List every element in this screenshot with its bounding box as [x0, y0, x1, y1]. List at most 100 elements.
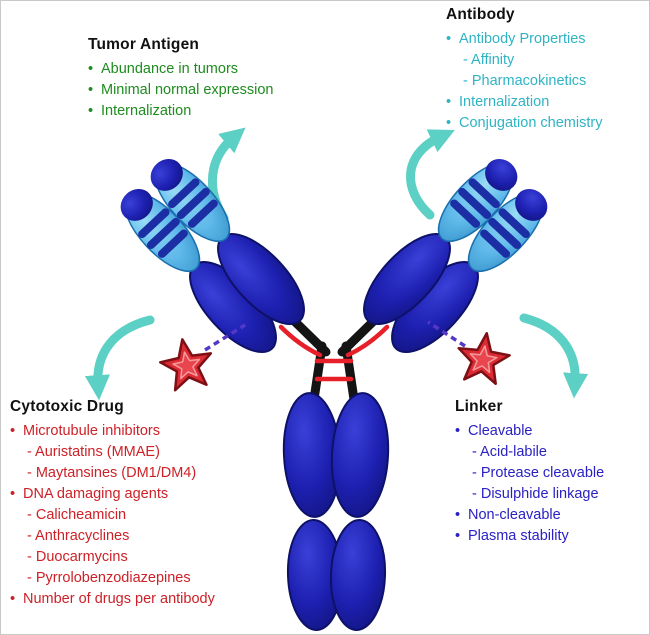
bullet-icon: •	[446, 94, 452, 110]
sub-item-label: - Maytansines (DM1/DM4)	[27, 465, 197, 481]
bullet-icon: •	[446, 31, 452, 47]
bullet-icon: •	[88, 61, 94, 77]
drug-star-right	[453, 328, 514, 387]
sub-item-label: - Anthracyclines	[27, 528, 130, 544]
antibody-title: Antibody	[446, 6, 515, 23]
fab-tip-cap	[120, 188, 153, 221]
fab-tip-cap	[150, 158, 183, 191]
sub-item: - Protease cleavable	[455, 463, 604, 484]
domain-stripe	[187, 199, 218, 228]
bullet-item-label: Minimal normal expression	[101, 82, 274, 98]
domain-stripe	[468, 178, 500, 209]
bullet-item: • Internalization	[88, 101, 273, 122]
bullet-icon: •	[455, 507, 461, 523]
fab-tip-cap	[515, 188, 548, 221]
bullet-item-label: Internalization	[459, 94, 550, 110]
sub-item: - Acid-labile	[455, 442, 604, 463]
sub-item-label: - Affinity	[463, 52, 515, 68]
bullet-item-label: Abundance in tumors	[101, 61, 239, 77]
bullet-icon: •	[455, 423, 461, 439]
linker-section: Linker • Cleavable - Acid-labile - Protea…	[455, 398, 604, 547]
bullet-item-label: Number of drugs per antibody	[23, 591, 215, 607]
domain-stripe	[488, 217, 522, 250]
bullet-item-label: Non-cleavable	[468, 507, 561, 523]
sub-item: - Maytansines (DM1/DM4)	[10, 463, 215, 484]
linker-title: Linker	[455, 398, 503, 415]
arrow-to-linker	[519, 313, 589, 399]
sub-item-label: - Pyrrolobenzodiazepines	[27, 570, 191, 586]
bullet-item: • Conjugation chemistry	[446, 113, 602, 134]
bullet-item: • Abundance in tumors	[88, 59, 273, 80]
cytotoxic-drug-section: Cytotoxic Drug • Microtubule inhibitors -…	[10, 398, 215, 610]
domain-stripe	[176, 187, 210, 220]
domain-stripe	[480, 229, 511, 258]
bullet-icon: •	[88, 82, 94, 98]
sub-item-label: - Calicheamicin	[27, 507, 127, 523]
tumor-antigen-title: Tumor Antigen	[88, 36, 200, 53]
bullet-icon: •	[88, 103, 94, 119]
domain-stripe	[157, 229, 188, 258]
arrow-to-antibody	[406, 129, 455, 220]
sub-item: - Pyrrolobenzodiazepines	[10, 568, 215, 589]
domain-stripe	[450, 199, 481, 228]
domain-stripe	[138, 208, 170, 239]
bullet-item: • Minimal normal expression	[88, 80, 273, 101]
bullet-item-label: Conjugation chemistry	[459, 115, 603, 131]
sub-item: - Anthracyclines	[10, 526, 215, 547]
linker-dash-right	[427, 320, 466, 348]
antibody-fc-region	[282, 392, 390, 631]
hinge-disulfide-bonds	[278, 324, 390, 382]
fab-variable-domain	[467, 188, 548, 273]
fab-variable-domain	[150, 158, 231, 243]
cytotoxic-drug-title: Cytotoxic Drug	[10, 398, 124, 415]
bullet-item: • Antibody Properties	[446, 29, 602, 50]
bullet-item-label: Plasma stability	[468, 528, 569, 544]
sub-item-label: - Duocarmycins	[27, 549, 128, 565]
domain-stripe	[168, 178, 200, 209]
bullet-icon: •	[10, 486, 16, 502]
fab-variable-domain	[437, 158, 518, 243]
sub-item-label: - Acid-labile	[472, 444, 547, 460]
bullet-icon: •	[10, 423, 16, 439]
hinge-curve-left	[278, 324, 323, 358]
bullet-item: • Non-cleavable	[455, 505, 604, 526]
antibody-section: Antibody • Antibody Properties - Affinity…	[446, 6, 602, 134]
sub-item-label: - Auristatins (MMAE)	[27, 444, 160, 460]
bullet-icon: •	[10, 591, 16, 607]
fc-domain	[330, 392, 390, 518]
antibody-fab-left	[120, 158, 305, 354]
bullet-item-label: Cleavable	[468, 423, 533, 439]
bullet-item: • DNA damaging agents	[10, 484, 215, 505]
domain-stripe	[146, 217, 180, 250]
fab-tip-cap	[485, 158, 518, 191]
domain-stripe	[458, 187, 492, 220]
bullet-item-label: Microtubule inhibitors	[23, 423, 161, 439]
arrow-to-cytotoxic-drug	[84, 315, 155, 401]
fc-domain	[329, 519, 387, 631]
sub-item: - Affinity	[446, 50, 602, 71]
hinge-curve-right	[345, 324, 390, 358]
bullet-item-label: Antibody Properties	[459, 31, 586, 47]
bullet-icon: •	[446, 115, 452, 131]
bullet-item: • Microtubule inhibitors	[10, 421, 215, 442]
bullet-icon: •	[455, 528, 461, 544]
bullet-item: • Internalization	[446, 92, 602, 113]
bullet-item: • Number of drugs per antibody	[10, 589, 215, 610]
bullet-item: • Cleavable	[455, 421, 604, 442]
sub-item: - Pharmacokinetics	[446, 71, 602, 92]
sub-item-label: - Disulphide linkage	[472, 486, 599, 502]
bullet-item: • Plasma stability	[455, 526, 604, 547]
drug-star-left	[155, 333, 218, 394]
bullet-item-label: Internalization	[101, 103, 192, 119]
antibody-fab-right	[363, 158, 548, 354]
sub-item: - Auristatins (MMAE)	[10, 442, 215, 463]
domain-stripe	[498, 208, 530, 239]
sub-item: - Calicheamicin	[10, 505, 215, 526]
bullet-item-label: DNA damaging agents	[23, 486, 169, 502]
tumor-antigen-section: Tumor Antigen • Abundance in tumors • Mini…	[88, 36, 273, 122]
sub-item-label: - Protease cleavable	[472, 465, 605, 481]
sub-item: - Duocarmycins	[10, 547, 215, 568]
sub-item: - Disulphide linkage	[455, 484, 604, 505]
